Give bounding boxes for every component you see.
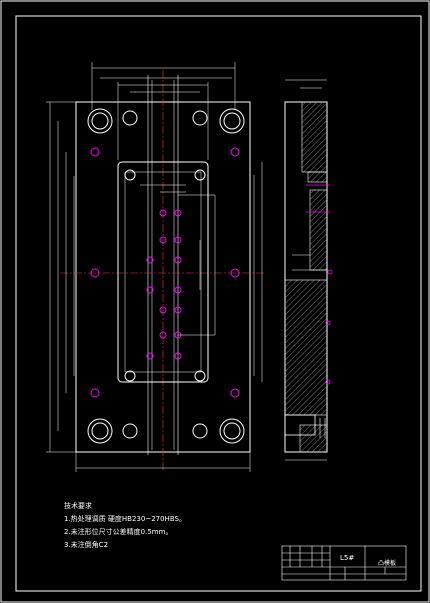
- note-item-1: 1.热处理调质 硬度HB230~270HBS。: [64, 515, 186, 523]
- left-dimensions: [46, 101, 76, 453]
- technical-notes: 技术要求 1.热处理调质 硬度HB230~270HBS。 2.未注形位尺寸公差精…: [64, 500, 186, 552]
- right-dimensions: [178, 162, 263, 382]
- note-item-3: 3.未注倒角C2: [64, 541, 109, 549]
- corner-holes: [87, 108, 245, 444]
- inner-frame: [15, 15, 422, 592]
- plan-view: [46, 62, 265, 472]
- bottom-dimension: [75, 452, 251, 472]
- section-view: [284, 79, 333, 461]
- pin-holes: [90, 147, 240, 398]
- title-block: [281, 545, 407, 581]
- top-dimensions: [91, 62, 236, 193]
- notes-heading: 技术要求: [64, 502, 92, 510]
- part-name: 凸模板: [378, 559, 396, 567]
- part-code: L5#: [340, 554, 354, 562]
- note-item-2: 2.未注形位尺寸公差精度0.5mm。: [64, 528, 173, 536]
